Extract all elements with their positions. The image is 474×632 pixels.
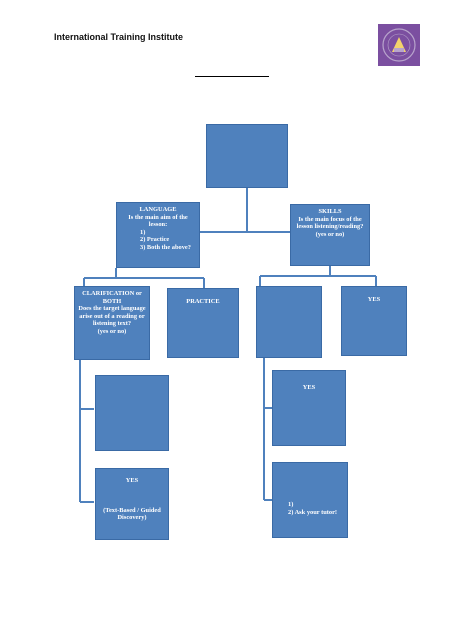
- clarification-yes-heading: YES: [125, 477, 139, 484]
- skills-yes-heading: YES: [367, 296, 381, 303]
- clarification-question: Does the target language arise out of a …: [78, 305, 146, 328]
- skills-no-option-2: 2) Ask your tutor!: [288, 508, 338, 516]
- skills-no-options-box: 1) 2) Ask your tutor!: [272, 462, 348, 538]
- root-box: [206, 124, 288, 188]
- skills-no-yes-heading: YES: [302, 384, 316, 391]
- skills-box: SKILLS Is the main focus of the lesson l…: [290, 204, 370, 266]
- language-question: Is the main aim of the lesson:: [128, 213, 188, 229]
- clarification-yes-detail: (Text-Based / Guided Discovery): [103, 506, 161, 522]
- skills-hint: (yes or no): [315, 230, 345, 238]
- institute-seal-icon: [378, 24, 420, 66]
- clarification-hint: (yes or no): [97, 327, 127, 335]
- clarification-heading: CLARIFICATION or BOTH: [82, 290, 142, 305]
- clarification-yes-box: YES (Text-Based / Guided Discovery): [95, 468, 169, 540]
- language-box: LANGUAGE Is the main aim of the lesson: …: [116, 202, 200, 268]
- skills-heading: SKILLS: [318, 208, 342, 215]
- title-underline: [195, 76, 269, 77]
- skills-no-option-1: 1): [288, 501, 294, 508]
- page-header-title: International Training Institute: [54, 32, 184, 42]
- practice-heading: PRACTICE: [186, 298, 220, 305]
- clarification-no-box: [95, 375, 169, 451]
- practice-box: PRACTICE: [167, 288, 239, 358]
- skills-no-yes-box: YES: [272, 370, 346, 446]
- language-option-2: 2) Practice: [140, 236, 170, 244]
- skills-no-box: [256, 286, 322, 358]
- language-heading: LANGUAGE: [139, 206, 177, 213]
- language-option-3: 3) Both the above?: [140, 243, 191, 251]
- language-option-1: 1): [140, 228, 146, 236]
- skills-yes-box: YES: [341, 286, 407, 356]
- institute-logo: [378, 24, 420, 66]
- skills-question: Is the main focus of the lesson listenin…: [296, 215, 364, 231]
- clarification-box: CLARIFICATION or BOTH Does the target la…: [74, 286, 150, 360]
